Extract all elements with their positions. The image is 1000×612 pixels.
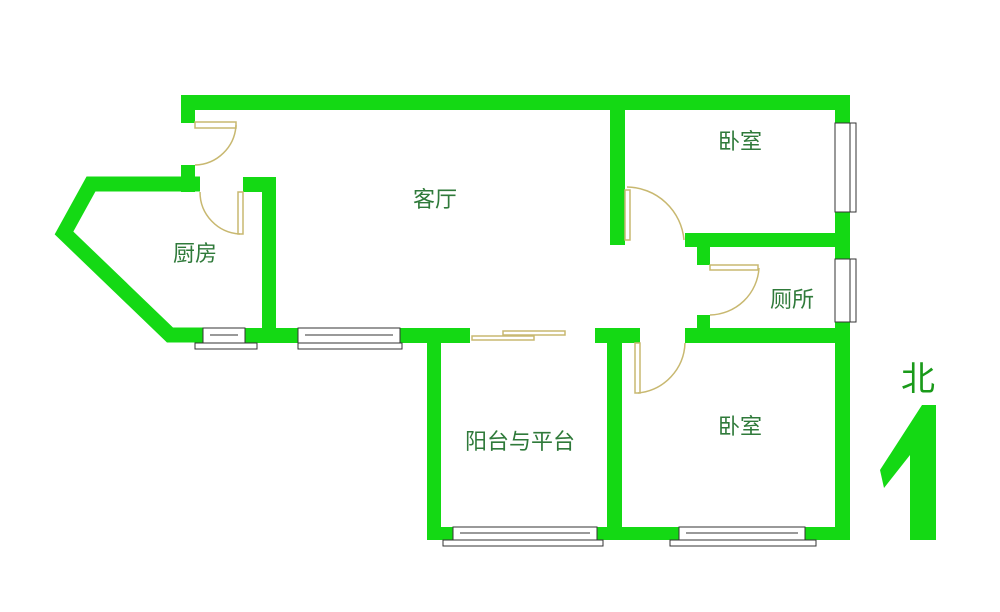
room-label-kitchen: 厨房 [172, 242, 218, 267]
door-bedroom-south [634, 342, 641, 394]
wall-bottom-1 [427, 527, 453, 540]
wall-right-3 [835, 322, 850, 540]
wall-bottom-2 [597, 527, 679, 540]
compass-north-label: 北 [901, 359, 935, 400]
north-arrow-icon [880, 405, 936, 540]
wall-bedroom1-bottom [685, 233, 850, 247]
sliding-door-balcony [471, 335, 535, 341]
wall-bottom-a [245, 328, 298, 343]
wall-top [181, 95, 850, 110]
room-label-balcony: 阳台与平台 [464, 430, 576, 455]
door-bedroom-north [624, 189, 631, 241]
wall-toilet-left-top [697, 233, 710, 265]
window-bedroom-north [834, 122, 851, 213]
window-toilet [834, 258, 851, 323]
room-label-living: 客厅 [412, 188, 458, 213]
wall-toilet-bottom [685, 328, 850, 343]
wall-kitchen-outer [54, 176, 203, 343]
room-label-toilet: 厕所 [769, 288, 815, 313]
wall-balcony-left [427, 328, 441, 540]
windows [194, 122, 857, 547]
wall-entry-upper [181, 95, 195, 123]
door-kitchen [237, 191, 244, 235]
wall-bedroom1-left [610, 95, 625, 245]
door-toilet [709, 264, 759, 271]
room-label-bedroom-north: 卧室 [717, 130, 763, 155]
door-entry [194, 121, 237, 129]
wall-balcony-right [607, 328, 622, 540]
room-label-bedroom-south: 卧室 [717, 415, 763, 440]
wall-right-1 [835, 95, 850, 123]
doors [194, 121, 760, 394]
walls [54, 95, 850, 540]
wall-kitchen-right [262, 177, 276, 343]
